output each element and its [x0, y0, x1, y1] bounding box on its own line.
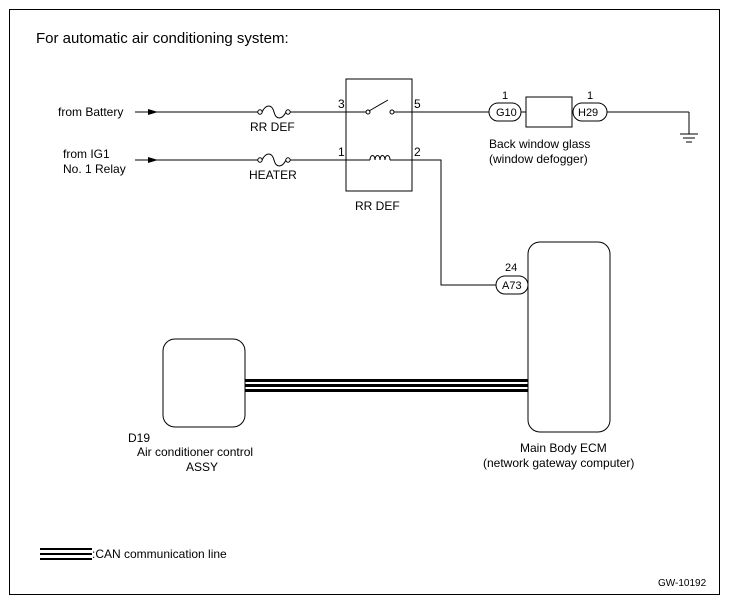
ground-icon	[680, 112, 698, 143]
ecm-label-line1: Main Body ECM	[520, 441, 607, 455]
relay-pin-3: 3	[338, 97, 345, 111]
fuse-rr-def-label: RR DEF	[250, 120, 295, 134]
no1-relay-label: No. 1 Relay	[63, 162, 126, 176]
from-ig1-label: from IG1	[63, 147, 110, 161]
connector-h29-pin: 1	[587, 90, 593, 102]
fuse-heater-label: HEATER	[249, 168, 297, 182]
ac-control-label-line1: Air conditioner control	[137, 445, 253, 459]
ac-control-assy-box	[162, 338, 246, 428]
connector-a73-code: A73	[502, 280, 522, 292]
relay-pin-5: 5	[414, 97, 421, 111]
connector-h29-code: H29	[578, 107, 598, 119]
ecm-label-line2: (network gateway computer)	[483, 456, 634, 470]
relay-switch-icon	[346, 99, 412, 115]
legend-can-line-label: :CAN communication line	[92, 547, 227, 561]
relay-pin-2: 2	[414, 145, 421, 159]
figure-id: GW-10192	[658, 578, 707, 589]
diagram-heading: For automatic air conditioning system:	[36, 30, 289, 47]
fuse-heater-icon	[257, 153, 291, 167]
connector-a73-pin: 24	[505, 262, 517, 274]
relay-coil-icon	[346, 155, 412, 161]
from-battery-label: from Battery	[58, 105, 123, 119]
ac-control-code: D19	[128, 431, 150, 445]
relay-pin-1: 1	[338, 145, 345, 159]
legend-can-line-symbol	[40, 548, 92, 560]
relay-label: RR DEF	[355, 199, 400, 213]
connector-g10-pin: 1	[502, 90, 508, 102]
defogger-element	[525, 96, 573, 128]
defogger-label-line2: (window defogger)	[489, 152, 588, 166]
wire-relay2-to-a73	[412, 159, 496, 286]
defogger-label-line1: Back window glass	[489, 137, 590, 151]
diagram-frame	[9, 9, 720, 595]
connector-g10-code: G10	[496, 107, 517, 119]
main-body-ecm-box	[527, 241, 611, 433]
ac-control-label-line2: ASSY	[186, 460, 218, 474]
fuse-rr-def-icon	[257, 105, 291, 119]
relay-rr-def-box	[345, 78, 413, 192]
can-communication-line	[245, 379, 528, 392]
